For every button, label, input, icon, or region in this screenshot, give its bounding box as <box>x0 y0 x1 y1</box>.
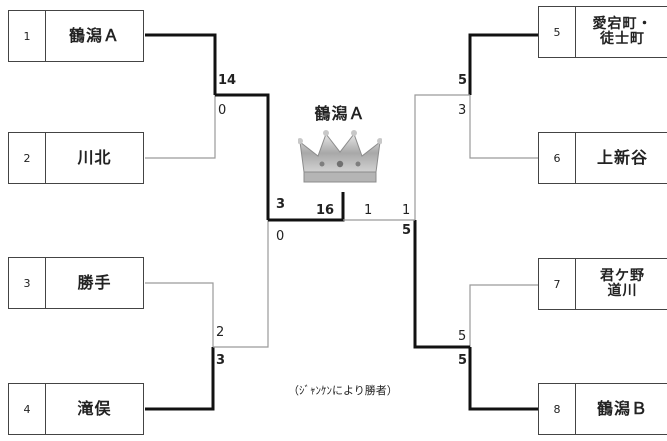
score-semi-right-bottom: 5 <box>402 223 412 238</box>
team-name: 川北 <box>77 148 112 168</box>
team-name: 鶴潟Ｂ <box>596 399 648 419</box>
bracket-line-winner-5-6 <box>414 94 470 220</box>
crown-icon <box>298 130 382 183</box>
team-box-2: 2 川北 <box>8 132 144 184</box>
bracket-line-team7 <box>469 284 540 347</box>
team-seed: 6 <box>539 133 576 183</box>
team-name: 愛宕町・ 徒士町 <box>592 15 653 47</box>
score-m4-top: 5 <box>458 329 467 344</box>
score-m3-top: 5 <box>458 73 468 88</box>
team-box-3: 3 勝手 <box>8 257 144 309</box>
team-box-5: 5 愛宕町・ 徒士町 <box>538 6 667 58</box>
bracket-line-team5 <box>468 33 540 95</box>
team-seed: 7 <box>539 259 576 309</box>
bracket-line-team3 <box>145 282 214 347</box>
team-name: 上新谷 <box>596 148 648 168</box>
team-box-6: 6 上新谷 <box>538 132 667 184</box>
score-final-right: 1 <box>364 203 373 218</box>
score-m2-top: 2 <box>216 325 225 340</box>
champion-name: 鶴潟Ａ <box>314 104 366 123</box>
team-name: 滝俣 <box>77 399 112 419</box>
score-semi-right-top: 1 <box>402 203 411 218</box>
team-seed: 1 <box>9 11 46 61</box>
bracket-line-team1 <box>145 33 217 95</box>
bracket-line-team8 <box>468 347 540 411</box>
team-name: 勝手 <box>77 273 112 293</box>
score-m1-bottom: 0 <box>218 103 227 118</box>
team-box-8: 8 鶴潟Ｂ <box>538 383 667 435</box>
score-semi-left-bottom: 0 <box>276 229 285 244</box>
team-seed: 5 <box>539 7 576 57</box>
team-box-4: 4 滝俣 <box>8 383 144 435</box>
bracket-line-winner-7-8 <box>413 220 470 349</box>
team-box-1: 1 鶴潟Ａ <box>8 10 144 62</box>
team-name: 君ケ野 道川 <box>600 267 645 299</box>
team-seed: 8 <box>539 384 576 434</box>
team-name: 鶴潟Ａ <box>68 26 120 46</box>
bracket-line-team2 <box>145 95 216 159</box>
score-m1-top: 14 <box>218 73 237 88</box>
score-m3-bottom: 3 <box>458 103 467 118</box>
score-final-left: 16 <box>316 203 335 218</box>
bracket-line-team6 <box>469 95 540 159</box>
team-seed: 3 <box>9 258 46 308</box>
score-semi-left-top: 3 <box>276 197 286 212</box>
bracket-line-winner-3-4 <box>213 220 269 348</box>
score-m2-bottom: 3 <box>216 353 226 368</box>
janken-note: （ｼﾞｬﾝｹﾝにより勝者） <box>288 384 398 397</box>
score-m4-bottom: 5 <box>458 353 468 368</box>
bracket-line-winner-1-2 <box>215 93 270 220</box>
team-seed: 4 <box>9 384 46 434</box>
bracket-line-team4 <box>145 347 215 411</box>
team-seed: 2 <box>9 133 46 183</box>
team-box-7: 7 君ケ野 道川 <box>538 258 667 310</box>
